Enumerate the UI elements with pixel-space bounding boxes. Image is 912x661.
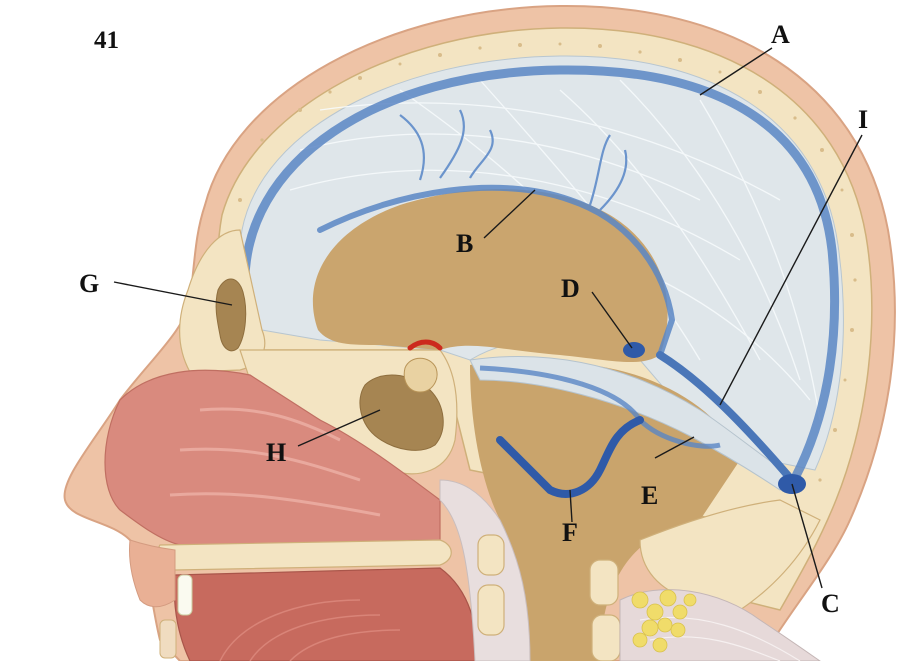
nasal-cavity-mucosa (104, 369, 441, 546)
leader-line-c (791, 483, 823, 589)
suboccipital-fat (631, 589, 697, 653)
label-g: G (79, 269, 99, 298)
label-d: D (561, 274, 580, 303)
label-a: A (771, 20, 790, 49)
superior-sagittal-sinus (240, 65, 840, 483)
inferior-sagittal-sinus (317, 184, 676, 358)
internal-carotid-artery (407, 339, 443, 351)
label-e: E (641, 481, 658, 510)
leader-line-d (591, 291, 633, 349)
figure-number: 41 (94, 27, 119, 54)
leader-line-a (699, 47, 773, 96)
occipital-bone-lower (639, 499, 821, 611)
cerebral-vein-branches (399, 109, 628, 211)
sigmoid-sinus (496, 416, 644, 498)
cervical-vertebrae (477, 534, 621, 661)
upper-incisor (177, 574, 193, 616)
upper-lip (129, 539, 176, 608)
label-c: C (821, 589, 840, 618)
label-f: F (562, 518, 578, 547)
hard-palate (157, 539, 452, 571)
leader-line-b (483, 189, 536, 239)
neck-muscles (619, 589, 821, 661)
anterior-cranial-cavity (312, 188, 668, 363)
frontal-sinus (215, 278, 247, 352)
posterior-cranial-fossa (470, 360, 740, 661)
leader-line-e (654, 436, 695, 459)
sella-turcica (403, 357, 438, 393)
great-cerebral-vein (623, 342, 645, 358)
leader-line-f (569, 489, 573, 523)
label-h: H (266, 438, 286, 467)
leader-line-g (113, 281, 233, 306)
label-i: I (858, 105, 868, 134)
lower-incisor (159, 619, 177, 659)
label-b: B (456, 229, 473, 258)
tongue-muscle-fibers (219, 599, 401, 661)
tentorial-vein (479, 365, 721, 449)
leader-line-h (297, 409, 381, 447)
leader-line-i (719, 134, 863, 406)
tongue (173, 567, 477, 661)
